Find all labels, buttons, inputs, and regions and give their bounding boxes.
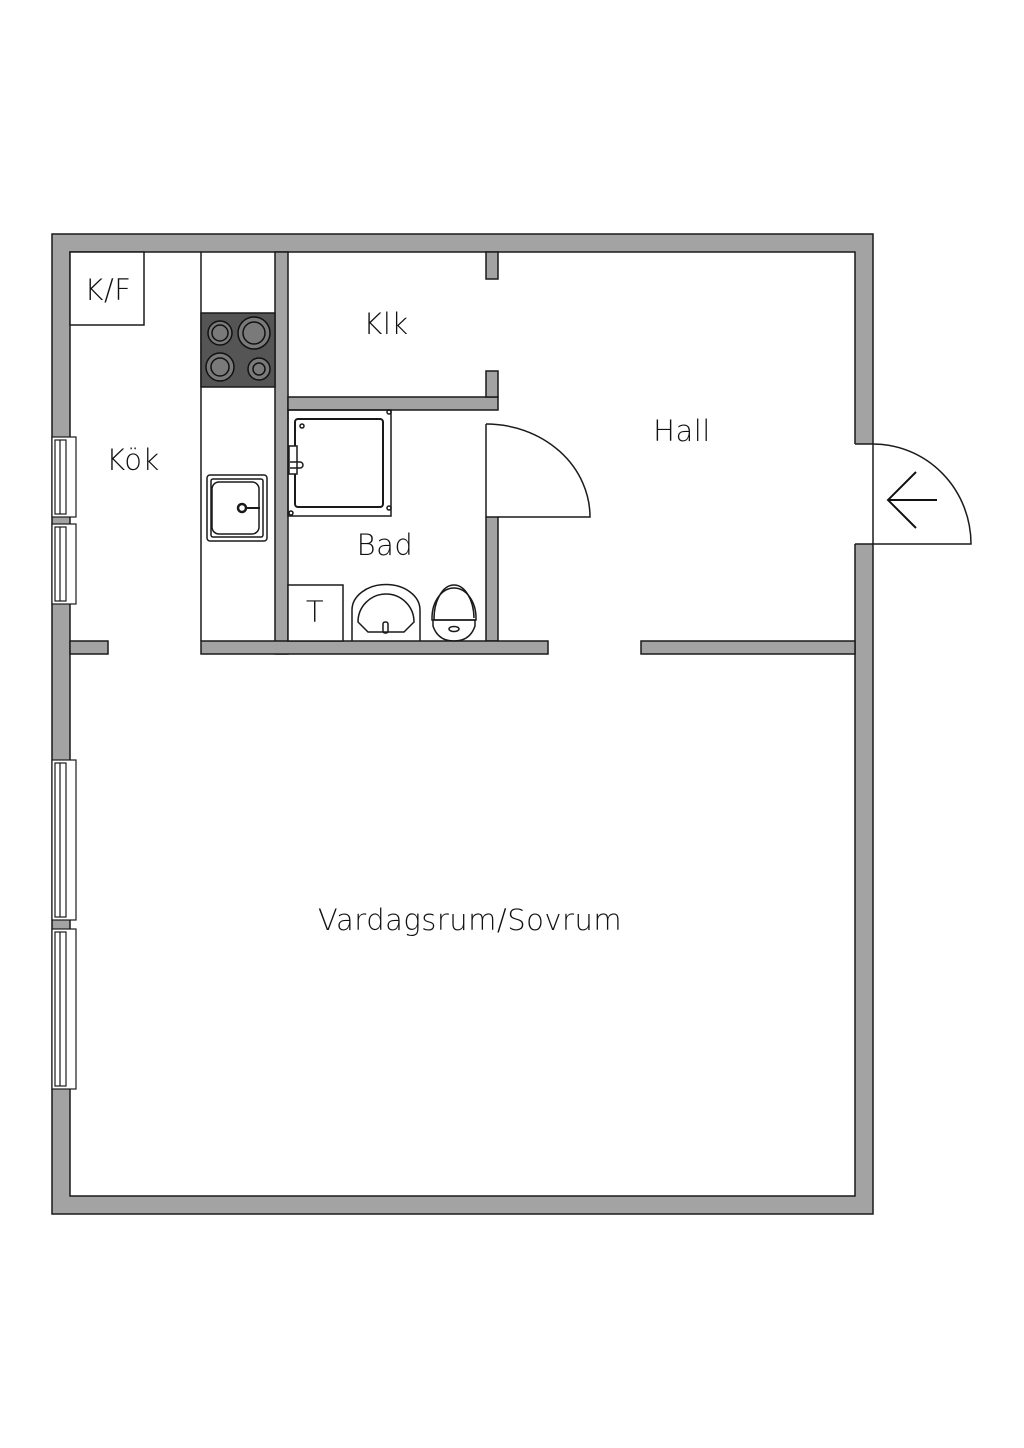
room-label-bad: Bad xyxy=(356,528,414,562)
arrow-left-icon xyxy=(886,471,937,529)
room-label-vardagsrum: Vardagsrum/Sovrum xyxy=(317,903,623,937)
laundry-box xyxy=(287,584,344,642)
wall-klk-stub-bottom xyxy=(485,370,499,398)
sink-icon xyxy=(206,474,268,542)
room-label-klk: Klk xyxy=(363,307,409,341)
shower-icon xyxy=(287,409,392,517)
interior-walls xyxy=(69,251,856,655)
wall-klk-bottom xyxy=(287,396,499,411)
walls xyxy=(51,233,874,1215)
window-kitchen-1 xyxy=(51,436,77,518)
washbasin-icon xyxy=(351,583,421,641)
wall-kitchen-right xyxy=(274,251,289,655)
bathroom-door[interactable] xyxy=(485,423,591,518)
windows xyxy=(51,436,77,1090)
wall-kitchen-stub xyxy=(69,640,109,655)
window-kitchen-2 xyxy=(51,523,77,605)
window-living-2 xyxy=(51,928,77,1090)
wall-middle-left xyxy=(200,640,549,655)
entrance-opening xyxy=(854,444,874,544)
entrance-door[interactable] xyxy=(872,443,972,545)
fridge-freezer xyxy=(69,251,145,326)
fridge-freezer-label: K/F xyxy=(84,273,132,307)
room-label-hall: Hall xyxy=(653,414,711,448)
outer-wall xyxy=(51,233,874,1215)
wall-klk-stub-top xyxy=(485,251,499,280)
laundry-label: T xyxy=(305,595,325,629)
wall-bad-right xyxy=(485,516,499,642)
window-living-1 xyxy=(51,759,77,921)
room-label-kok: Kök xyxy=(106,443,160,477)
stove-icon xyxy=(200,312,276,388)
toilet-icon xyxy=(431,584,477,642)
wall-middle-right xyxy=(640,640,856,655)
